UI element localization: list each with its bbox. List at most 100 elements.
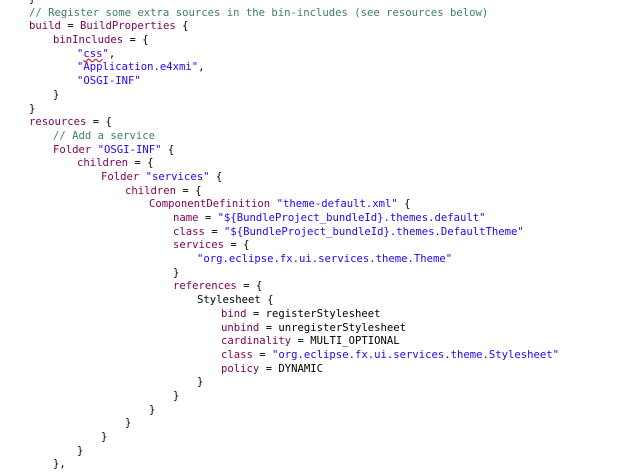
code-token: = <box>198 212 218 224</box>
keyword-token: bind <box>221 307 247 320</box>
code-token: } <box>173 389 180 402</box>
comment-token: // Register some extra sources in the bi… <box>29 6 489 19</box>
keyword-token: BuildProperties <box>80 20 176 33</box>
string-token: "Application.e4xmi" <box>77 61 199 74</box>
keyword-token: Folder <box>53 143 92 156</box>
code-line[interactable]: Stylesheet { <box>0 294 640 308</box>
code-line[interactable]: } <box>0 417 640 431</box>
code-line[interactable]: build = BuildProperties { <box>0 20 640 34</box>
code-line[interactable]: "Application.e4xmi", <box>0 61 640 75</box>
string-token: "theme-default.xml" <box>276 198 398 211</box>
code-line[interactable]: bind = registerStylesheet <box>0 308 640 322</box>
code-line[interactable]: children = { <box>0 157 640 171</box>
keyword-token: children <box>77 157 129 170</box>
code-line[interactable]: // Add a service <box>0 130 640 144</box>
code-token: = unregisterStylesheet <box>259 321 406 334</box>
code-line[interactable]: services = { <box>0 239 640 253</box>
code-token: } <box>173 266 180 279</box>
code-line[interactable]: ComponentDefinition "theme-default.xml" … <box>0 198 640 212</box>
keyword-token: policy <box>221 362 260 375</box>
comment-token: // Add a service <box>53 129 156 142</box>
code-token: = { <box>176 184 202 197</box>
keyword-token: ComponentDefinition <box>149 198 271 211</box>
code-line[interactable]: } <box>0 404 640 418</box>
keyword-token: services <box>173 239 225 252</box>
code-token: { <box>209 170 223 183</box>
string-token: "services" <box>145 170 210 183</box>
keyword-token: class <box>221 348 253 361</box>
code-line[interactable]: } <box>0 431 640 445</box>
code-line[interactable]: } <box>0 376 640 390</box>
code-token: { <box>397 198 411 211</box>
code-token: = { <box>123 34 149 47</box>
code-token: } <box>29 0 35 5</box>
string-token: " <box>77 47 84 60</box>
keyword-token: cardinality <box>221 335 292 348</box>
code-line[interactable]: } <box>0 390 640 404</box>
keyword-token: Folder <box>101 170 140 183</box>
code-line[interactable]: } <box>0 267 640 281</box>
keyword-token: children <box>125 184 177 197</box>
code-line[interactable]: unbind = unregisterStylesheet <box>0 322 640 336</box>
code-line[interactable]: } <box>0 103 640 117</box>
string-token: "org.eclipse.fx.ui.services.theme.Theme" <box>197 253 453 266</box>
keyword-token: build <box>29 20 61 33</box>
code-token: } <box>149 403 156 416</box>
code-line[interactable]: Folder "OSGI-INF" { <box>0 144 640 158</box>
code-line[interactable]: policy = DYNAMIC <box>0 363 640 377</box>
code-token: { <box>161 143 175 156</box>
code-token: = { <box>86 116 112 129</box>
code-line[interactable]: Folder "services" { <box>0 171 640 185</box>
code-line[interactable]: "org.eclipse.fx.ui.services.theme.Theme" <box>0 253 640 267</box>
code-token: Stylesheet { <box>197 294 274 307</box>
code-line[interactable]: class = "${BundleProject_bundleId}.theme… <box>0 226 640 240</box>
code-line[interactable]: "OSGI-INF" <box>0 75 640 89</box>
code-line[interactable]: } <box>0 89 640 103</box>
code-token: } <box>29 102 36 115</box>
code-line[interactable]: }, <box>0 458 640 472</box>
keyword-token: resources <box>29 116 87 129</box>
string-token: "OSGI-INF" <box>97 143 162 156</box>
string-token: "OSGI-INF" <box>77 75 141 88</box>
code-token: = registerStylesheet <box>246 307 381 320</box>
code-token: }, <box>53 458 66 471</box>
code-line[interactable]: references = { <box>0 280 640 294</box>
code-token: } <box>101 431 108 443</box>
string-token: "${BundleProject_bundleId}.themes.Defaul… <box>224 225 524 238</box>
code-line[interactable]: } <box>0 0 640 7</box>
keyword-token: unbind <box>221 321 260 334</box>
code-token: = { <box>236 280 263 293</box>
code-token: = { <box>224 239 250 252</box>
code-line[interactable]: binIncludes = { <box>0 34 640 48</box>
keyword-token: class <box>173 225 205 238</box>
code-line[interactable]: children = { <box>0 185 640 199</box>
code-token: } <box>53 88 60 101</box>
code-token: } <box>125 417 132 430</box>
code-line[interactable]: class = "org.eclipse.fx.ui.services.them… <box>0 349 640 363</box>
code-token: = <box>252 348 273 361</box>
code-token: } <box>197 376 204 389</box>
code-token: = { <box>128 157 154 170</box>
code-token: , <box>108 47 116 60</box>
keyword-token: binIncludes <box>53 34 124 47</box>
string-token-error: css <box>83 47 103 60</box>
keyword-token: references <box>173 280 237 293</box>
code-token: = MULTI_OPTIONAL <box>291 335 400 348</box>
code-token: = <box>60 20 81 33</box>
code-line[interactable]: "css", <box>0 48 640 62</box>
code-token: } <box>77 444 84 457</box>
keyword-token: name <box>173 212 199 224</box>
code-line[interactable]: cardinality = MULTI_OPTIONAL <box>0 335 640 349</box>
code-token: = DYNAMIC <box>259 362 324 375</box>
code-line[interactable]: name = "${BundleProject_bundleId}.themes… <box>0 212 640 226</box>
code-line[interactable]: } <box>0 445 640 459</box>
code-token: = <box>204 225 225 238</box>
string-token: " <box>102 47 109 60</box>
string-token: "org.eclipse.fx.ui.services.theme.Styles… <box>272 348 560 361</box>
code-line[interactable]: resources = { <box>0 116 640 130</box>
code-token: { <box>175 20 189 33</box>
string-token: "${BundleProject_bundleId}.themes.defaul… <box>217 212 486 224</box>
code-token: , <box>198 61 205 74</box>
code-line[interactable]: // Register some extra sources in the bi… <box>0 7 640 21</box>
